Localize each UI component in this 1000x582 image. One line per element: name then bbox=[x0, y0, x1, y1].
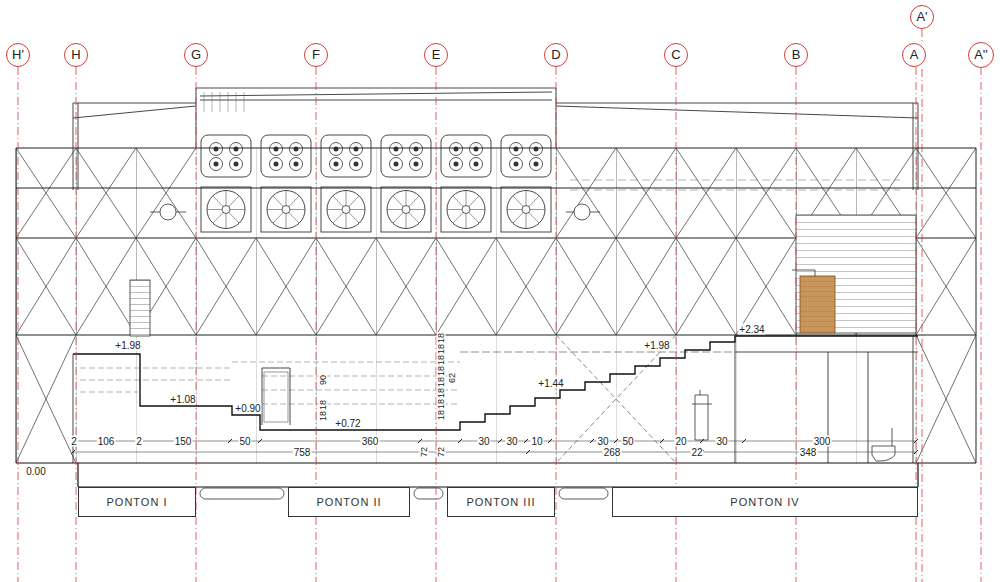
level-mark: 0.00 bbox=[25, 466, 46, 477]
dimension-text: 2 bbox=[70, 436, 78, 447]
dimension-text: 18 bbox=[319, 410, 328, 422]
grid-bubble: A' bbox=[910, 5, 934, 29]
grid-letter: E bbox=[432, 48, 441, 62]
dimension-text: 758 bbox=[293, 447, 312, 458]
grid-letter: B bbox=[792, 48, 801, 62]
grid-bubble: C bbox=[664, 43, 688, 67]
dimension-text: 50 bbox=[621, 436, 634, 447]
dimension-text: 106 bbox=[97, 436, 116, 447]
grid-letter: C bbox=[671, 48, 680, 62]
dimension-text: 360 bbox=[361, 436, 380, 447]
grid-bubble: G bbox=[184, 43, 208, 67]
dimension-text: 150 bbox=[174, 436, 193, 447]
grid-letter: H' bbox=[12, 48, 24, 62]
dimension-text: 2 bbox=[135, 436, 143, 447]
level-mark: +2.34 bbox=[738, 324, 765, 335]
pontoon-box: PONTON I bbox=[78, 487, 196, 517]
dimension-text: 22 bbox=[690, 447, 703, 458]
pontoon-name: PONTON III bbox=[466, 496, 535, 508]
grid-bubble: A'' bbox=[968, 42, 994, 68]
grid-letter: A'' bbox=[974, 48, 988, 62]
grid-bubble: H' bbox=[6, 43, 30, 67]
dimension-text: 62 bbox=[448, 372, 457, 384]
pontoon-box: PONTON IV bbox=[612, 487, 918, 517]
pontoon-name: PONTON I bbox=[107, 496, 168, 508]
pontoon-name: PONTON IV bbox=[730, 496, 799, 508]
grid-bubble: B bbox=[784, 43, 808, 67]
grid-bubble: F bbox=[304, 43, 328, 67]
dimension-text: 30 bbox=[715, 436, 728, 447]
dimension-text: 30 bbox=[505, 436, 518, 447]
dimension-text: 50 bbox=[238, 436, 251, 447]
grid-bubble: A bbox=[902, 43, 926, 67]
dimension-text: 72 bbox=[420, 446, 429, 458]
grid-bubble: H bbox=[64, 43, 88, 67]
level-mark: +1.08 bbox=[169, 394, 196, 405]
dimension-text: 20 bbox=[674, 436, 687, 447]
level-mark: +1.98 bbox=[643, 340, 670, 351]
dimension-text: 30 bbox=[596, 436, 609, 447]
pontoon-box: PONTON III bbox=[447, 487, 555, 517]
grid-letter: H bbox=[71, 48, 80, 62]
dimension-text: 268 bbox=[603, 447, 622, 458]
grid-letter: A' bbox=[916, 10, 927, 24]
level-mark: +0.90 bbox=[234, 403, 261, 414]
grid-letter: A bbox=[910, 48, 919, 62]
grid-bubble: E bbox=[424, 43, 448, 67]
dimension-text: 18 bbox=[437, 409, 446, 421]
dimension-text: 30 bbox=[477, 436, 490, 447]
level-mark: +1.98 bbox=[114, 340, 141, 351]
grid-letter: F bbox=[312, 48, 320, 62]
level-mark: +1.44 bbox=[537, 378, 564, 389]
dimension-text: 348 bbox=[799, 447, 818, 458]
grid-letter: G bbox=[191, 48, 201, 62]
dimension-text: 90 bbox=[319, 374, 328, 386]
grid-bubble: D bbox=[544, 43, 568, 67]
dimension-text: 72 bbox=[437, 446, 446, 458]
pontoon-box: PONTON II bbox=[288, 487, 410, 517]
level-mark: +0.72 bbox=[334, 418, 361, 429]
dimension-text: 300 bbox=[813, 436, 832, 447]
pontoon-name: PONTON II bbox=[316, 496, 381, 508]
grid-letter: D bbox=[551, 48, 560, 62]
dimension-text: 10 bbox=[530, 436, 543, 447]
